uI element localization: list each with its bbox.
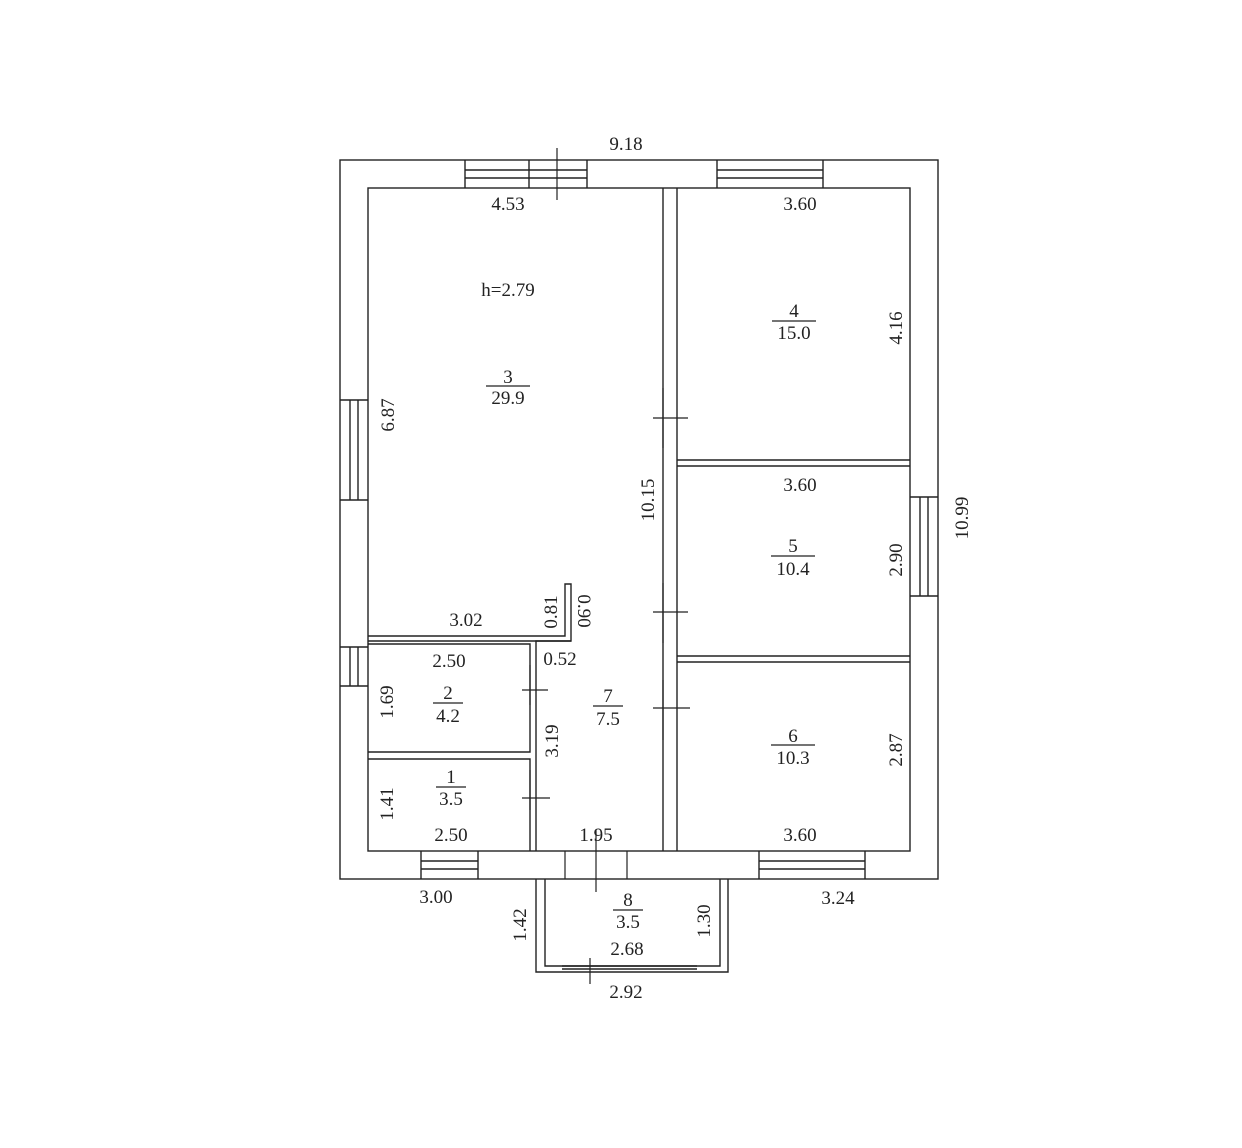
overall-depth: 10.99 [952, 497, 973, 540]
room-area: 15.0 [777, 323, 810, 344]
room-number: 7 [603, 686, 613, 707]
labels: 9.18 10.99 h=2.79 4.53 6.87 3.02 10.15 3… [377, 134, 973, 1003]
window [340, 399, 368, 501]
room-area: 4.2 [436, 706, 460, 727]
room-labels: 13.5 24.2 329.9 415.0 510.4 610.3 77.5 8… [433, 301, 816, 933]
dim: 0.90 [573, 594, 594, 627]
window [910, 496, 938, 597]
windows [340, 160, 938, 970]
room-number: 3 [503, 367, 513, 388]
bath-partitions [368, 640, 571, 851]
dim: 1.95 [579, 825, 612, 846]
dim: 1.30 [694, 904, 715, 937]
dim: 3.60 [783, 194, 816, 215]
dim: 2.50 [432, 651, 465, 672]
room-number: 8 [623, 890, 633, 911]
dim: 1.42 [510, 908, 531, 941]
dim: 2.92 [609, 982, 642, 1003]
dim: 0.81 [541, 595, 562, 628]
dim: 10.15 [638, 479, 659, 522]
dim: 3.00 [419, 887, 452, 908]
dim: 4.16 [886, 311, 907, 344]
room-8-label: 83.5 [613, 890, 643, 933]
bedroom-partitions [677, 459, 910, 663]
window [420, 851, 479, 879]
window [340, 646, 368, 687]
dim: 1.69 [377, 685, 398, 718]
room-number: 1 [446, 767, 456, 788]
window [716, 160, 824, 188]
dim: 2.87 [886, 733, 907, 766]
overall-width: 9.18 [609, 134, 642, 155]
room-area: 3.5 [616, 912, 640, 933]
ceiling-height: h=2.79 [481, 280, 534, 301]
dim: 3.02 [449, 610, 482, 631]
room-number: 4 [789, 301, 799, 322]
room-area: 29.9 [491, 388, 524, 409]
room-area: 10.4 [776, 559, 810, 580]
room-3-label: 329.9 [486, 367, 530, 409]
room-6-label: 610.3 [771, 726, 815, 769]
room-2-label: 24.2 [433, 683, 463, 727]
dim: 2.68 [610, 939, 643, 960]
corridor-wall [662, 188, 678, 851]
window [758, 851, 866, 879]
room-area: 7.5 [596, 709, 620, 730]
dim: 3.24 [821, 888, 855, 909]
outer-wall [339, 159, 939, 880]
room-number: 5 [788, 536, 798, 557]
room-7-label: 77.5 [593, 686, 623, 730]
room-number: 6 [788, 726, 798, 747]
room-number: 2 [443, 683, 453, 704]
dim: 3.60 [783, 475, 816, 496]
doors [522, 148, 690, 984]
room-area: 10.3 [776, 748, 809, 769]
walls [339, 159, 939, 973]
window [464, 160, 588, 188]
dim: 3.60 [783, 825, 816, 846]
dim: 0.52 [543, 649, 576, 670]
room-5-label: 510.4 [771, 536, 815, 580]
door-marks [522, 148, 690, 984]
dim: 3.19 [542, 724, 563, 757]
dim: 4.53 [491, 194, 524, 215]
window [562, 965, 697, 970]
room-area: 3.5 [439, 789, 463, 810]
dim: 1.41 [377, 787, 398, 820]
dim: 2.90 [886, 543, 907, 576]
dim: 6.87 [378, 398, 399, 431]
room-1-label: 13.5 [436, 767, 466, 810]
dim: 2.50 [434, 825, 467, 846]
room-4-label: 415.0 [772, 301, 816, 344]
inner-wall [367, 187, 911, 852]
